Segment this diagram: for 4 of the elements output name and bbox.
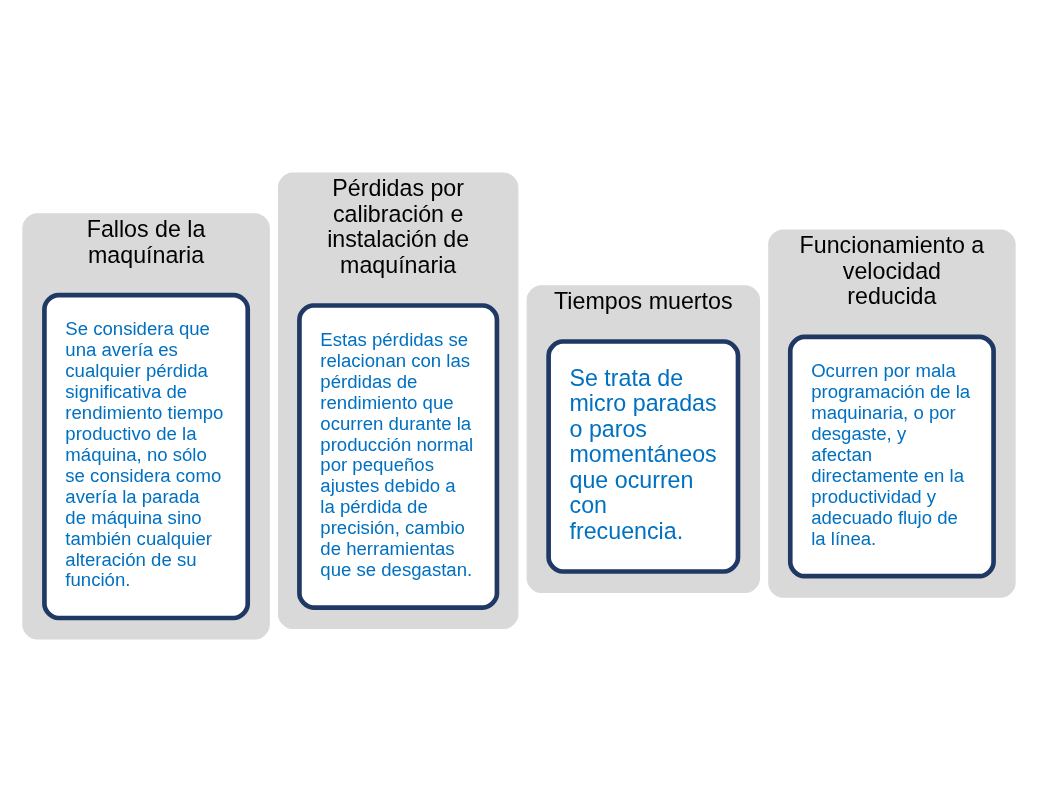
node-box: Se considera que una avería es cualquier pérdida significativa de rendimiento tiempo productivo de la máquina, no sólo se considera como avería la parada de máquina sino también cualquier alteración de su función. [41, 292, 250, 621]
node-box: Estas pérdidas se relacionan con las pérdidas de rendimiento que ocurren durante la producción normal por pequeños ajustes debido a la pérdida de precisión, cambio de herramientas que se desgastan. [296, 303, 499, 610]
node-box: Ocurren por mala programación de la maquinaria, o por desgaste, y afectan directamente en la productividad y adecuado flujo de la línea. [787, 334, 996, 579]
node-box: Se trata de micro paradas o paros momentáneos que ocurren con frecuencia. [545, 339, 740, 574]
